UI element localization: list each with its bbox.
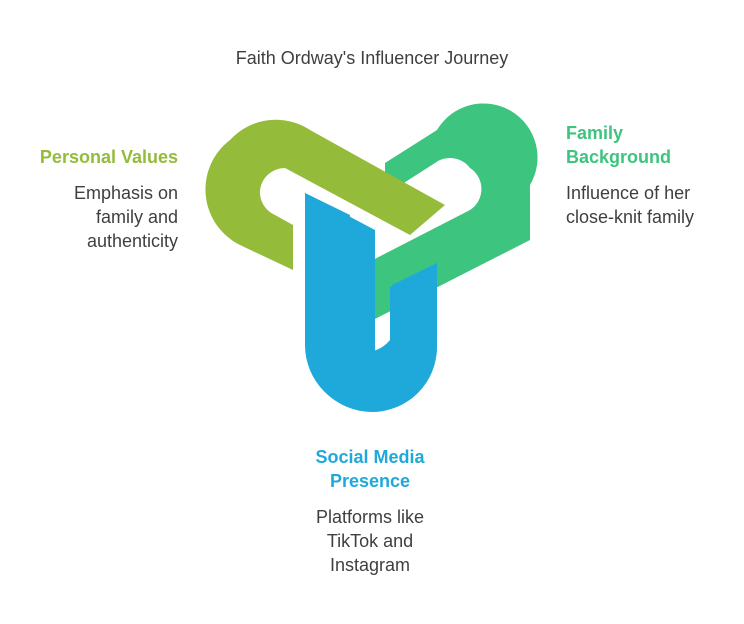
- personal-values-desc-line: authenticity: [86, 231, 178, 251]
- family-background-desc-line: Influence of her: [566, 183, 691, 203]
- social-media-desc-line: Platforms like: [315, 507, 425, 527]
- social-media-desc-line: TikTok and: [326, 531, 414, 551]
- family-background-heading-line: Background: [566, 147, 672, 167]
- social-media-heading-line: Social Media: [315, 447, 425, 467]
- personal-values-heading-text: Personal Values: [39, 147, 178, 167]
- personal-values-desc-line: family and: [95, 207, 178, 227]
- personal-values-description: Emphasis on family and authenticity: [0, 181, 178, 253]
- social-media-heading: Social Media Presence: [270, 445, 470, 493]
- social-media-heading-line: Presence: [329, 471, 411, 491]
- family-background-desc-line: close-knit family: [566, 207, 695, 227]
- social-media-description: Platforms like TikTok and Instagram: [270, 505, 470, 577]
- family-background-description: Influence of her close-knit family: [566, 181, 736, 229]
- family-background-heading-line: Family: [566, 123, 624, 143]
- diagram-title: Faith Ordway's Influencer Journey: [235, 48, 509, 68]
- social-media-desc-line: Instagram: [329, 555, 411, 575]
- personal-values-link: [205, 119, 445, 270]
- family-background-link: [363, 103, 538, 326]
- personal-values-desc-line: Emphasis on: [73, 183, 178, 203]
- personal-values-heading: Personal Values: [0, 145, 178, 169]
- social-media-link-inner: [305, 193, 437, 411]
- family-background-heading: Family Background: [566, 121, 736, 169]
